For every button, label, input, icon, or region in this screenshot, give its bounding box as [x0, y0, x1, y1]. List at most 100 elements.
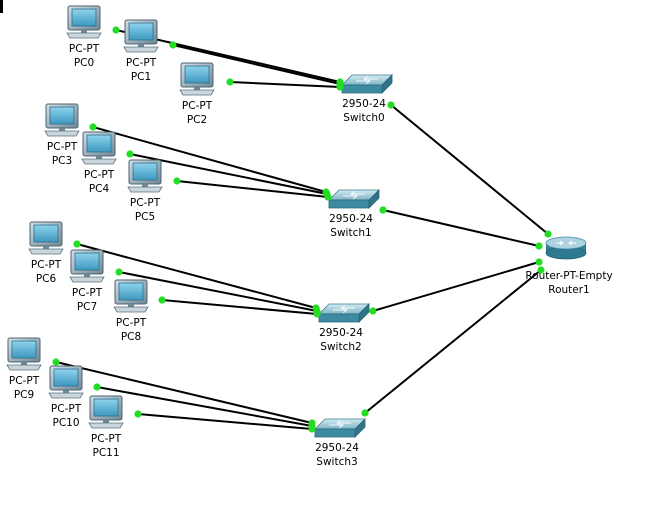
switch-icon — [314, 418, 366, 438]
pc-name-label: PC4 — [89, 183, 110, 195]
router-icon — [545, 236, 587, 260]
pc-icon — [123, 19, 159, 53]
port-status-indicator — [324, 193, 332, 201]
link-pc6-sw2[interactable] — [76, 243, 317, 309]
link-pc10-sw3[interactable] — [96, 386, 313, 427]
pc-model-label: PC-PT — [182, 100, 213, 112]
pc-model-label: PC-PT — [91, 433, 122, 445]
link-pc2-sw0[interactable] — [229, 81, 341, 88]
port-status-indicator — [308, 425, 316, 433]
pc-node-pc9[interactable]: PC-PT PC9 — [6, 337, 42, 401]
pc-node-pc3[interactable]: PC-PT PC3 — [44, 103, 80, 167]
port-status-indicator — [73, 240, 81, 248]
canvas-corner-mark — [0, 0, 3, 13]
pc-model-label: PC-PT — [116, 317, 147, 329]
link-pc1-sw0[interactable] — [172, 44, 341, 85]
router-name-label: Router1 — [548, 284, 589, 296]
port-status-indicator — [313, 310, 321, 318]
link-pc4-sw1[interactable] — [129, 153, 328, 195]
pc-node-pc11[interactable]: PC-PT PC11 — [88, 395, 124, 459]
switch-model-label: 2950-24 — [319, 327, 363, 339]
pc-icon — [69, 249, 105, 283]
link-pc8-sw2[interactable] — [161, 299, 318, 315]
switch-icon — [318, 303, 370, 323]
pc-model-label: PC-PT — [130, 197, 161, 209]
port-status-indicator — [112, 26, 120, 34]
pc-node-pc10[interactable]: PC-PT PC10 — [48, 365, 84, 429]
pc-name-label: PC6 — [36, 273, 57, 285]
switch-icon — [341, 74, 393, 94]
port-status-indicator — [173, 177, 181, 185]
pc-node-pc2[interactable]: PC-PT PC2 — [179, 62, 215, 126]
link-pc9-sw3[interactable] — [55, 361, 313, 424]
port-status-indicator — [361, 409, 369, 417]
switch-model-label: 2950-24 — [329, 213, 373, 225]
port-status-indicator — [158, 296, 166, 304]
router-model-label: Router-PT-Empty — [525, 270, 612, 282]
port-status-indicator — [535, 242, 543, 250]
link-sw3-r1[interactable] — [364, 269, 542, 414]
pc-icon — [28, 221, 64, 255]
pc-name-label: PC2 — [187, 114, 207, 126]
link-sw0-r1[interactable] — [390, 104, 549, 235]
pc-icon — [81, 131, 117, 165]
switch-name-label: Switch1 — [330, 227, 371, 239]
pc-name-label: PC10 — [52, 417, 79, 429]
port-status-indicator — [336, 83, 344, 91]
pc-model-label: PC-PT — [9, 375, 40, 387]
link-pc7-sw2[interactable] — [118, 271, 318, 312]
switch-name-label: Switch3 — [316, 456, 357, 468]
pc-icon — [6, 337, 42, 371]
pc-name-label: PC5 — [135, 211, 155, 223]
pc-name-label: PC3 — [52, 155, 72, 167]
link-pc11-sw3[interactable] — [137, 413, 313, 430]
port-status-indicator — [387, 101, 395, 109]
pc-model-label: PC-PT — [47, 141, 78, 153]
link-sw2-r1[interactable] — [372, 261, 540, 312]
pc-model-label: PC-PT — [126, 57, 157, 69]
port-status-indicator — [89, 123, 97, 131]
pc-node-pc6[interactable]: PC-PT PC6 — [28, 221, 64, 285]
switch-icon — [328, 189, 380, 209]
pc-icon — [48, 365, 84, 399]
pc-model-label: PC-PT — [51, 403, 82, 415]
pc-node-pc5[interactable]: PC-PT PC5 — [127, 159, 163, 223]
links-layer — [55, 29, 549, 430]
switch-model-label: 2950-24 — [315, 442, 359, 454]
pc-icon — [66, 5, 102, 39]
port-status-indicator — [537, 266, 545, 274]
link-pc5-sw1[interactable] — [176, 180, 329, 198]
switch-model-label: 2950-24 — [342, 98, 386, 110]
port-status-indicator — [226, 78, 234, 86]
pc-icon — [179, 62, 215, 96]
pc-node-pc1[interactable]: PC-PT PC1 — [123, 19, 159, 83]
port-status-indicator — [126, 150, 134, 158]
pc-name-label: PC11 — [92, 447, 119, 459]
switch-name-label: Switch0 — [343, 112, 384, 124]
port-status-indicator — [52, 358, 60, 366]
port-status-indicator — [169, 41, 177, 49]
link-sw1-r1[interactable] — [382, 209, 540, 247]
pc-name-label: PC7 — [77, 301, 97, 313]
pc-name-label: PC9 — [14, 389, 34, 401]
port-status-indicator — [93, 383, 101, 391]
pc-name-label: PC1 — [131, 71, 151, 83]
link-pc3-sw1[interactable] — [92, 126, 327, 193]
port-status-indicator — [535, 258, 543, 266]
switch-name-label: Switch2 — [320, 341, 361, 353]
pc-icon — [44, 103, 80, 137]
ports-layer — [52, 26, 552, 433]
pc-model-label: PC-PT — [31, 259, 62, 271]
